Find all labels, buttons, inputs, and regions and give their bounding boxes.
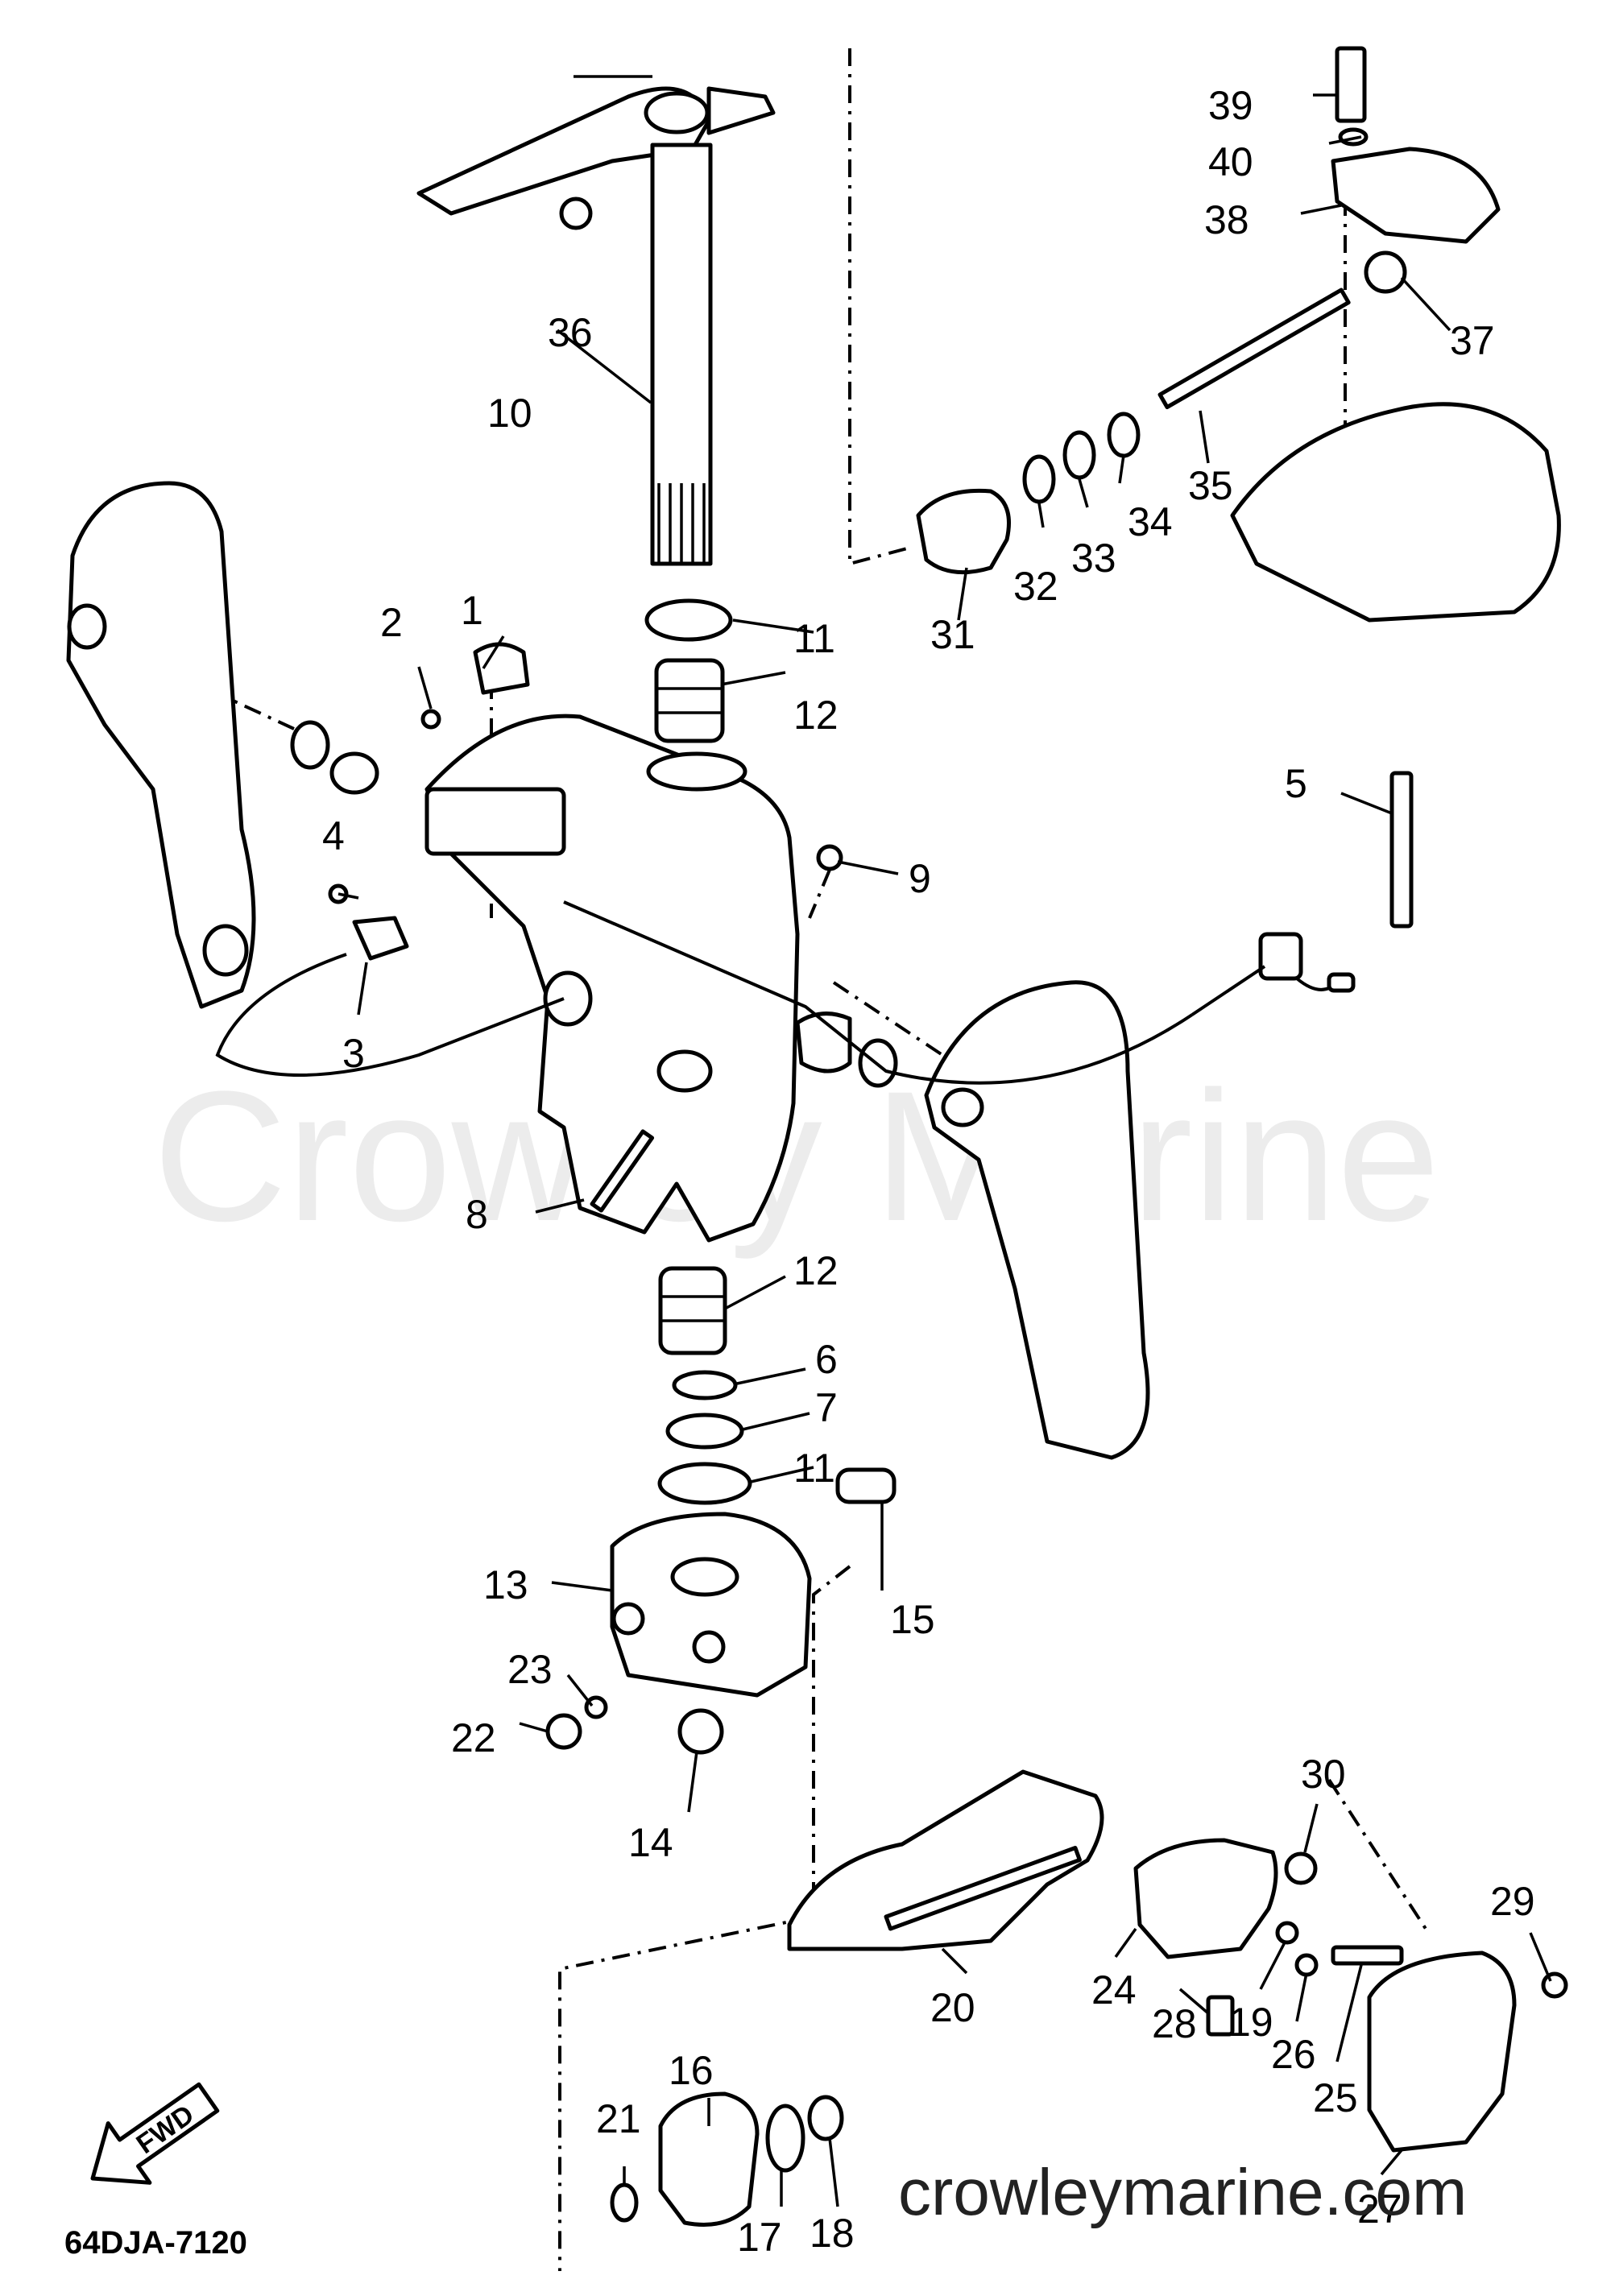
callout-34: 34 [1128, 499, 1173, 544]
callout-31: 31 [930, 612, 975, 657]
callout-18: 18 [810, 2211, 855, 2256]
collar-37 [1364, 250, 1407, 294]
bushing-left [329, 751, 379, 795]
callout-20: 20 [930, 1985, 975, 2030]
drawing-code: 64DJA-7120 [64, 2225, 247, 2261]
callout-15: 15 [890, 1597, 935, 1642]
circlip-14 [677, 1708, 724, 1755]
callout-12a: 12 [793, 693, 839, 738]
callout-7: 7 [815, 1385, 838, 1430]
washer-19 [1275, 1921, 1299, 1945]
screw-29 [1541, 1971, 1568, 1999]
nut-9 [816, 844, 843, 871]
stud-28 [1206, 1995, 1235, 2037]
callout-29: 29 [1490, 1879, 1535, 1924]
callout-27: 27 [1357, 2186, 1402, 2232]
clamp-1 [473, 642, 530, 695]
lower-swivel-body [787, 1769, 1104, 1951]
callout-35: 35 [1188, 463, 1233, 508]
washer-34 [1107, 412, 1141, 458]
bushing-16 [658, 2091, 760, 2227]
bolt-35 [1157, 288, 1351, 410]
bolt-5 [1389, 771, 1414, 929]
screw-2 [420, 709, 441, 730]
website-url: crowleymarine.com [898, 2156, 1467, 2229]
o-ring-6 [672, 1370, 738, 1400]
washer-11-bottom [657, 1462, 752, 1505]
plate-15 [835, 1467, 897, 1504]
washer-17 [765, 2104, 805, 2173]
washer-26 [1294, 1953, 1319, 1977]
callout-11a: 11 [793, 616, 835, 661]
callout-16: 16 [669, 2048, 714, 2093]
nut-30 [1284, 1851, 1318, 1885]
bolt-25 [1331, 1945, 1404, 1966]
steering-bracket-13 [610, 1512, 812, 1698]
callout-14: 14 [628, 1820, 673, 1865]
callout-4: 4 [322, 813, 345, 858]
callout-6: 6 [815, 1337, 838, 1382]
nut-22 [545, 1713, 582, 1750]
bolt-39 [1335, 46, 1367, 123]
washer-40 [1338, 127, 1369, 147]
callout-26: 26 [1271, 2032, 1316, 2077]
holder-38 [1331, 147, 1501, 244]
callout-28: 28 [1152, 2001, 1197, 2046]
callout-11b: 11 [793, 1446, 835, 1491]
switch-3 [352, 916, 409, 961]
callout-24: 24 [1091, 1967, 1137, 2013]
callout-30: 30 [1301, 1752, 1346, 1797]
pad-27 [1367, 1951, 1517, 2153]
washer-21 [610, 2182, 639, 2223]
callout-10: 10 [487, 391, 532, 436]
callout-21: 21 [596, 2096, 641, 2141]
callout-1: 1 [461, 588, 483, 633]
callout-23: 23 [507, 1647, 553, 1692]
bracket-24 [1133, 1838, 1278, 1959]
callout-19: 19 [1228, 2000, 1273, 2045]
callout-9: 9 [909, 856, 931, 901]
callout-13: 13 [483, 1562, 528, 1607]
callout-17: 17 [737, 2215, 782, 2260]
washer-left [290, 720, 330, 770]
callout-33: 33 [1071, 536, 1116, 581]
callout-25: 25 [1313, 2075, 1358, 2120]
callout-36: 36 [548, 310, 593, 355]
callout-32: 32 [1013, 564, 1058, 609]
washer-18 [807, 2095, 844, 2141]
callout-40: 40 [1208, 139, 1253, 184]
left-clamp-bracket [66, 481, 256, 1009]
callout-12b: 12 [793, 1248, 839, 1293]
washer-11-top [644, 598, 733, 642]
callout-3: 3 [342, 1031, 365, 1076]
washer-33 [1062, 430, 1096, 480]
bushing-12-top [654, 658, 725, 743]
connector [1258, 932, 1303, 981]
fwd-arrow-icon: FWD [90, 2082, 220, 2185]
bolt-8 [590, 1129, 655, 1213]
callout-38: 38 [1204, 197, 1249, 242]
watermark: Crowley Marine [153, 1053, 1440, 1260]
callout-5: 5 [1285, 761, 1307, 806]
upper-right-mount [1230, 402, 1561, 623]
washer-7 [665, 1413, 744, 1450]
callout-2: 2 [380, 600, 403, 645]
callout-8: 8 [466, 1192, 488, 1237]
callout-37: 37 [1450, 318, 1495, 363]
nut-36 [559, 197, 593, 230]
bolt-20 [884, 1845, 1082, 1931]
washer-32 [1022, 454, 1056, 504]
callout-22: 22 [451, 1715, 496, 1760]
bushing-31 [916, 488, 1011, 575]
bushing-12-bottom [658, 1266, 727, 1355]
callout-39: 39 [1208, 83, 1253, 128]
